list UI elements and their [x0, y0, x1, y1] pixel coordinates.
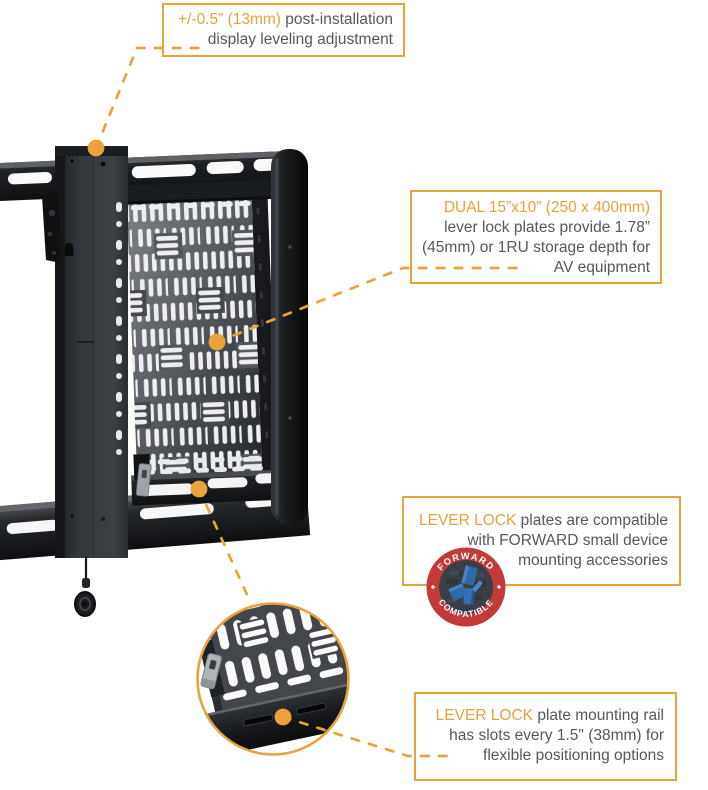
- detail-lever: [198, 639, 225, 698]
- callout-text: with FORWARD small device: [467, 532, 668, 549]
- callout-line: AV equipment: [422, 258, 650, 278]
- callout-line: lever lock plates provide 1.78”: [422, 218, 650, 238]
- tray-top-bar: [120, 179, 273, 203]
- rail-slot: [131, 164, 196, 179]
- callout-line: flexible positioning options: [427, 746, 664, 766]
- callout-line: LEVER LOCK plates are compatible: [415, 511, 668, 531]
- callout-line: has slots every 1.5" (38mm) for: [427, 726, 664, 746]
- rail-slot: [139, 503, 214, 520]
- callout-highlight: +/-0.5” (13mm): [178, 11, 281, 28]
- callout-line: display leveling adjustment: [174, 30, 393, 50]
- callout-text: AV equipment: [553, 259, 650, 276]
- callout-text: post-installation: [280, 11, 393, 28]
- callout-line: (45mm) or 1RU storage depth for: [422, 238, 650, 258]
- detail-zoom-circle: [196, 602, 350, 756]
- callout-text: flexible positioning options: [483, 747, 664, 764]
- callout-text: mounting accessories: [518, 552, 668, 569]
- plate-bottom-slot-rows: [139, 455, 263, 476]
- callout-line: with FORWARD small device: [415, 531, 668, 551]
- callout-text: has slots every 1.5" (38mm) for: [449, 727, 664, 744]
- callout-highlight: LEVER LOCK: [435, 707, 534, 724]
- callout-text: plate mounting rail: [533, 707, 664, 724]
- callout-text: display leveling adjustment: [207, 31, 393, 48]
- keyhole: [64, 242, 74, 256]
- callout-line: DUAL 15”x10” (250 x 400mm): [422, 198, 650, 218]
- detail-slot-row-bottom: [223, 667, 344, 701]
- callout-line: LEVER LOCK plate mounting rail: [427, 706, 664, 726]
- callout-text: plates are compatible: [516, 512, 668, 529]
- callout-rail-slots: LEVER LOCK plate mounting rail has slots…: [414, 692, 677, 781]
- callout-text: lever lock plates provide 1.78”: [444, 219, 650, 236]
- rail-slot: [206, 161, 244, 175]
- rail-slot: [6, 519, 59, 535]
- display-bracket-column: [42, 146, 128, 558]
- side-latch: [42, 191, 61, 263]
- callout-highlight: DUAL 15”x10” (250 x 400mm): [443, 199, 650, 216]
- callout-line: +/-0.5” (13mm) post-installation: [174, 10, 393, 30]
- plate-top-slot-row: [130, 200, 251, 211]
- lever-lock-plate: [120, 179, 307, 506]
- tray-frame: [271, 149, 308, 524]
- callout-leveling-adjustment: +/-0.5” (13mm) post-installation display…: [162, 3, 405, 57]
- callout-highlight: LEVER LOCK: [419, 512, 517, 529]
- callout-forward-compatible: LEVER LOCK plates are compatible with FO…: [402, 496, 681, 586]
- callout-text: (45mm) or 1RU storage depth for: [422, 239, 651, 256]
- callout-storage-depth: DUAL 15”x10” (250 x 400mm) lever lock pl…: [410, 190, 662, 284]
- lever-lock-lever: [133, 453, 152, 497]
- column-hole-strip: [116, 202, 122, 455]
- pull-cord-handle: [74, 556, 96, 617]
- rail-slot: [7, 172, 52, 185]
- callout-line: mounting accessories: [415, 551, 668, 571]
